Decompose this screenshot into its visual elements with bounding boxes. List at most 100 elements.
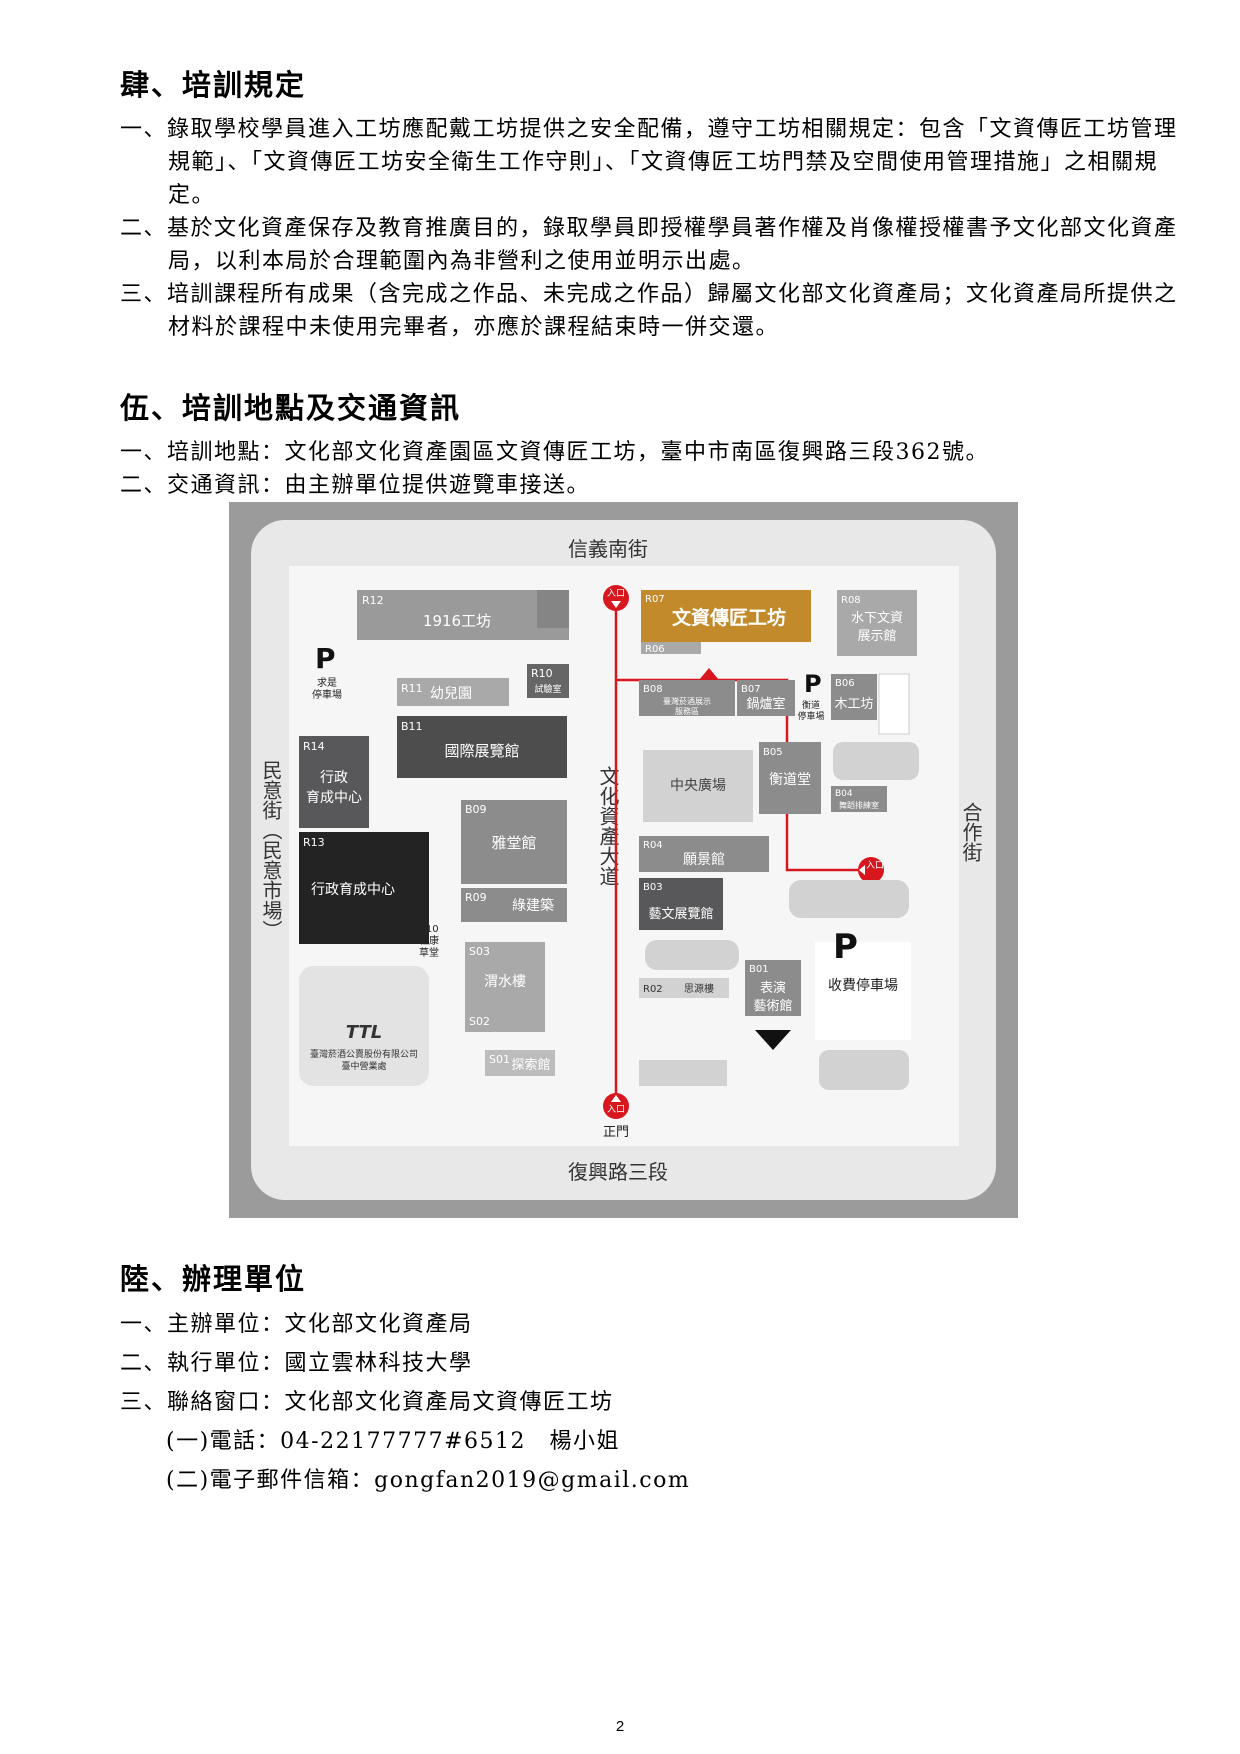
street-south: 復興路三段 [568,1160,668,1184]
svg-text:B07: B07 [741,684,761,695]
svg-text:B05: B05 [763,747,783,758]
svg-text:1916工坊: 1916工坊 [423,612,491,630]
svg-text:服務區: 服務區 [675,706,699,716]
svg-text:行政: 行政 [320,770,348,786]
svg-text:B03: B03 [643,882,663,893]
svg-text:正門: 正門 [603,1125,629,1140]
svg-text:願景館: 願景館 [683,851,725,868]
page-number: 2 [615,1718,625,1735]
svg-text:綠建築: 綠建築 [512,898,554,914]
building-s03: S03 渭水樓 [465,942,545,1010]
svg-text:文資傳匠工坊: 文資傳匠工坊 [672,606,786,629]
svg-text:藝文展覽館: 藝文展覽館 [648,907,713,922]
building-b03: B03 藝文展覽館 [639,878,723,930]
svg-text:收費停車場: 收費停車場 [828,977,898,994]
organizer-host: 一、主辦單位：文化部文化資產局 [120,1312,473,1337]
svg-text:R10: R10 [531,667,553,680]
svg-text:R12: R12 [362,594,384,607]
svg-text:渭水樓: 渭水樓 [484,974,526,990]
svg-text:B01: B01 [749,964,769,975]
organizer-contact: 三、聯絡窗口：文化部文化資產局文資傳匠工坊 [120,1390,614,1415]
svg-text:B11: B11 [401,720,423,733]
svg-text:入口: 入口 [607,1104,625,1115]
svg-text:R06: R06 [645,644,665,655]
building-s02: S02 [465,1010,545,1032]
svg-text:R08: R08 [841,595,861,606]
building-b01: B01 表演 藝術館 [745,960,801,1050]
svg-text:杜康: 杜康 [419,934,439,947]
svg-text:臺中營業處: 臺中營業處 [341,1060,386,1072]
svg-text:鍋爐室: 鍋爐室 [746,696,785,712]
svg-text:R13: R13 [303,836,325,849]
svg-text:S01: S01 [489,1053,510,1066]
svg-text:P: P [315,642,336,675]
svg-text:舞蹈排練室: 舞蹈排練室 [839,800,879,810]
street-east: 合作街 [959,802,983,862]
svg-text:試驗室: 試驗室 [534,683,561,695]
building-r02: R02 思源樓 [639,978,729,998]
svg-text:入口: 入口 [866,860,884,871]
building-r13: R13 行政育成中心 [299,832,429,944]
svg-text:B10: B10 [419,924,439,935]
building-b09: B09 雅堂館 [461,800,567,884]
building-r07-workshop: R07 R06 文資傳匠工坊 [641,590,811,655]
building-b06: B06 木工坊 [831,673,910,735]
parking-qiushi: P 求是 停車場 [312,642,342,701]
building-r10: R10 試驗室 [527,664,569,698]
svg-text:草堂: 草堂 [419,947,439,959]
building-r11: R11 幼兒園 [397,678,509,706]
svg-text:B09: B09 [465,803,487,816]
svg-text:行政育成中心: 行政育成中心 [311,882,395,898]
entrance-north: 入口 [603,585,629,611]
svg-text:中央廣場: 中央廣場 [670,777,726,794]
svg-text:R09: R09 [465,891,487,904]
organizer-executor: 二、執行單位：國立雲林科技大學 [120,1351,473,1376]
ttl-area: TTL 臺灣菸酒公賣股份有限公司 臺中營業處 [299,966,429,1086]
svg-text:S02: S02 [469,1015,490,1028]
contact-email: (二)電子郵件信箱：gongfan2019@gmail.com [166,1468,691,1493]
svg-text:R04: R04 [643,840,663,851]
svg-text:探索館: 探索館 [511,1058,550,1073]
svg-text:臺灣菸酒公賣股份有限公司: 臺灣菸酒公賣股份有限公司 [310,1048,418,1060]
svg-text:藝術館: 藝術館 [753,999,792,1014]
location-item-1: 一、培訓地點：文化部文化資產園區文資傳匠工坊，臺中市南區復興路三段362號。 [120,440,989,465]
building-s01: S01 探索館 [485,1050,555,1076]
svg-text:入口: 入口 [607,588,625,599]
svg-text:雅堂館: 雅堂館 [491,834,536,852]
svg-text:衡道堂: 衡道堂 [769,772,811,788]
building-r04: R04 願景館 [639,836,769,872]
section-title-organizers: 陸、辦理單位 [120,1262,307,1296]
building-b05: B05 衡道堂 [759,742,821,814]
building-r14: R14 行政 育成中心 [299,736,369,828]
svg-text:P: P [833,927,858,967]
section-title-rules: 肆、培訓規定 [120,68,307,102]
svg-text:思源樓: 思源樓 [684,982,714,995]
svg-text:P: P [804,670,822,698]
location-item-2: 二、交通資訊：由主辦單位提供遊覽車接送。 [120,473,591,498]
building-b07: B07 鍋爐室 [737,680,795,716]
svg-text:TTL: TTL [346,1022,382,1043]
campus-map: 信義南街 復興路三段 合作街 民意街（民意市場） 文化資產大道 入口 入口 入口… [229,502,1018,1218]
svg-text:水下文資: 水下文資 [851,611,903,626]
rule-item-1: 一、錄取學校學員進入工坊應配戴工坊提供之安全配備，遵守工坊相關規定：包含「文資傳… [120,117,1178,208]
svg-text:R11: R11 [401,682,423,695]
street-north: 信義南街 [568,537,648,561]
svg-text:B08: B08 [643,684,663,695]
parking-paid: P 收費停車場 [815,927,911,1040]
entrance-main-gate: 入口 正門 [603,1093,629,1140]
contact-phone: (一)電話：04-22177777#6512 楊小姐 [166,1429,620,1454]
svg-text:育成中心: 育成中心 [306,790,362,806]
building-b11: B11 國際展覽館 [397,716,567,778]
svg-text:表演: 表演 [760,980,786,996]
entrance-east: 入口 [858,857,884,883]
svg-text:B04: B04 [835,789,853,799]
svg-text:幼兒園: 幼兒園 [430,686,472,702]
building-b04: B04 舞蹈排練室 [831,786,887,812]
building-r08: R08 水下文資 展示館 [837,590,917,656]
svg-text:停車場: 停車場 [312,688,342,701]
building-b10: B10 杜康 草堂 [419,924,439,959]
svg-text:衡道: 衡道 [802,699,820,711]
svg-text:R07: R07 [645,594,665,605]
svg-text:B06: B06 [835,678,855,689]
section-title-location: 伍、培訓地點及交通資訊 [120,391,462,425]
